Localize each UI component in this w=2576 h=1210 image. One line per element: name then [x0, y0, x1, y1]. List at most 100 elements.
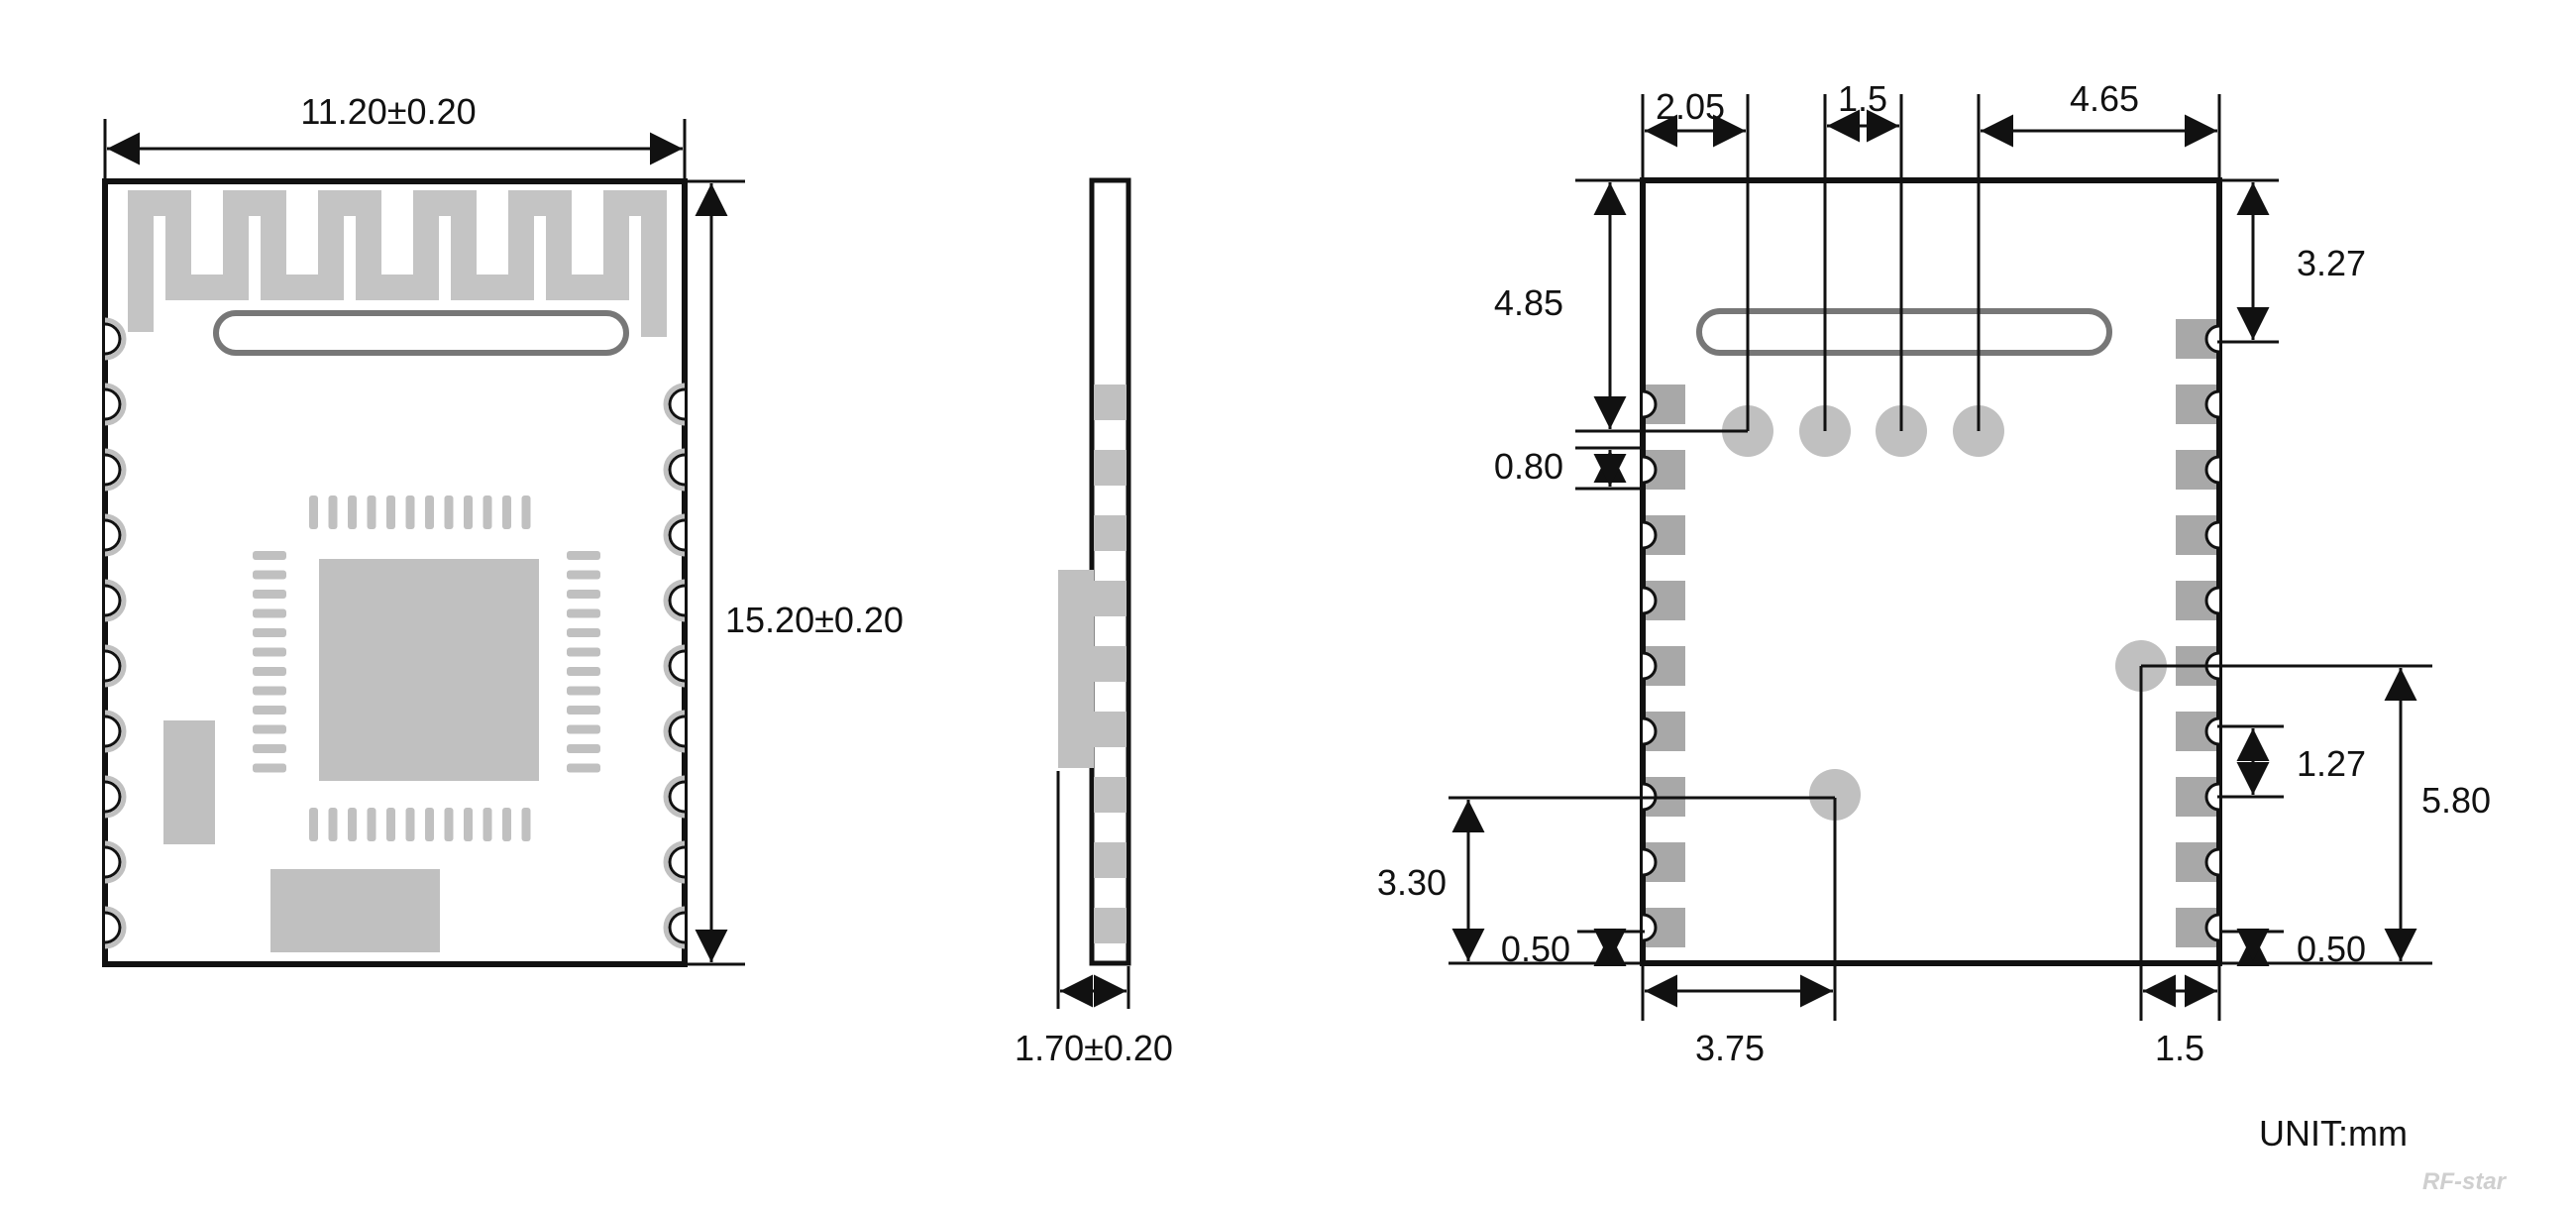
watermark-logo: RF-star — [2422, 1168, 2508, 1195]
dim-height-label: 15.20±0.20 — [725, 600, 904, 640]
castellated-hole — [2204, 324, 2220, 354]
castellated-hole-ring — [104, 775, 127, 819]
castellated-hole — [668, 649, 686, 683]
antenna-keepout-slot — [213, 310, 629, 356]
chip-pin — [567, 686, 600, 696]
chip-pin — [328, 808, 338, 841]
chip-pin — [521, 808, 531, 841]
side-pad — [1094, 385, 1127, 420]
bottom-pads — [1642, 319, 2220, 947]
chip-pin — [367, 495, 376, 529]
dim-3-27-label: 3.27 — [2297, 243, 2366, 283]
main-chip — [319, 559, 539, 781]
side-view: 1.70±0.20 — [1015, 177, 1173, 1068]
side-pad — [1094, 777, 1127, 813]
castellated-hole — [668, 845, 686, 879]
castellated-hole — [1642, 847, 1658, 877]
castellated-hole — [1642, 520, 1658, 550]
chip-pin — [253, 744, 286, 753]
castellated-hole-ring — [663, 710, 686, 753]
dim-1-27-label: 1.27 — [2297, 743, 2366, 784]
castellated-hole-ring — [663, 644, 686, 688]
shield-profile — [1058, 570, 1094, 768]
crystal-component — [163, 720, 215, 844]
castellated-hole-ring — [104, 317, 127, 361]
castellated-hole — [104, 845, 122, 879]
castellated-hole-ring — [104, 448, 127, 492]
castellated-hole — [668, 715, 686, 748]
chip-pin — [253, 706, 286, 715]
side-pad — [1094, 908, 1127, 943]
castellated-hole-ring — [104, 710, 127, 753]
bottom-view: 2.05 1.5 4.65 4.85 0.80 3.30 0.50 3.27 1… — [1377, 78, 2491, 1068]
castellated-hole-ring — [104, 644, 127, 688]
chip-pin — [567, 570, 600, 580]
chip-pin — [386, 808, 395, 841]
chip-pin — [502, 808, 511, 841]
chip-pin — [309, 495, 318, 529]
chip-pin — [567, 628, 600, 637]
castellated-hole — [2204, 782, 2220, 812]
chip-pin — [444, 808, 454, 841]
castellated-hole-ring — [104, 840, 127, 884]
test-point — [1809, 769, 1861, 821]
castellated-hole — [1642, 651, 1658, 681]
chip-pin — [521, 495, 531, 529]
chip-pin — [405, 808, 415, 841]
chip-pin — [483, 495, 492, 529]
castellated-hole — [1642, 455, 1658, 485]
dim-1-5-bottom-label: 1.5 — [2155, 1028, 2204, 1068]
dim-thickness-label: 1.70±0.20 — [1015, 1028, 1173, 1068]
dim-2-05-label: 2.05 — [1656, 86, 1725, 127]
side-pad — [1094, 842, 1127, 878]
chip-pin — [253, 686, 286, 696]
castellated-hole-ring — [104, 579, 127, 622]
castellated-hole-ring — [663, 840, 686, 884]
castellated-hole — [104, 584, 122, 617]
castellated-hole — [2204, 913, 2220, 942]
castellated-hole-ring — [663, 579, 686, 622]
chip-pin — [309, 808, 318, 841]
chip-pin — [567, 724, 600, 734]
castellated-hole — [2204, 716, 2220, 746]
module-outline-bottom — [1640, 177, 2222, 966]
chip-pin — [253, 608, 286, 618]
castellated-hole — [104, 911, 122, 944]
castellated-hole — [1642, 716, 1658, 746]
castellated-hole-ring — [104, 383, 127, 426]
castellated-hole — [1642, 586, 1658, 615]
castellated-hole — [104, 649, 122, 683]
dim-0-50-right-label: 0.50 — [2297, 929, 2366, 969]
chip-pin — [253, 724, 286, 734]
chip-pin — [253, 667, 286, 676]
chip-pin — [567, 551, 600, 560]
chip-pin — [567, 647, 600, 657]
side-pad — [1094, 646, 1127, 682]
castellated-hole — [668, 911, 686, 944]
chip-pin — [464, 495, 473, 529]
castellated-hole — [1642, 913, 1658, 942]
castellated-hole — [104, 387, 122, 421]
castellated-hole — [2204, 520, 2220, 550]
chip-pin — [253, 551, 286, 560]
castellated-hole — [1642, 389, 1658, 419]
chip-pin — [348, 808, 357, 841]
castellated-pads — [104, 317, 686, 949]
chip-pin — [444, 495, 454, 529]
dim-width-label: 11.20±0.20 — [300, 91, 476, 132]
chip-pin — [567, 763, 600, 773]
chip-pin — [567, 744, 600, 753]
chip-pin — [425, 495, 434, 529]
castellated-hole-ring — [663, 448, 686, 492]
chip-pin — [567, 608, 600, 618]
castellated-hole-ring — [104, 906, 127, 949]
antenna-keepout-slot-bottom — [1696, 308, 2112, 356]
castellated-hole — [668, 518, 686, 552]
chip-pin — [348, 495, 357, 529]
castellated-hole — [104, 453, 122, 487]
castellated-hole-ring — [663, 513, 686, 557]
chip-pin — [483, 808, 492, 841]
chip-pin — [386, 495, 395, 529]
chip-pin — [464, 808, 473, 841]
castellated-hole — [2204, 847, 2220, 877]
